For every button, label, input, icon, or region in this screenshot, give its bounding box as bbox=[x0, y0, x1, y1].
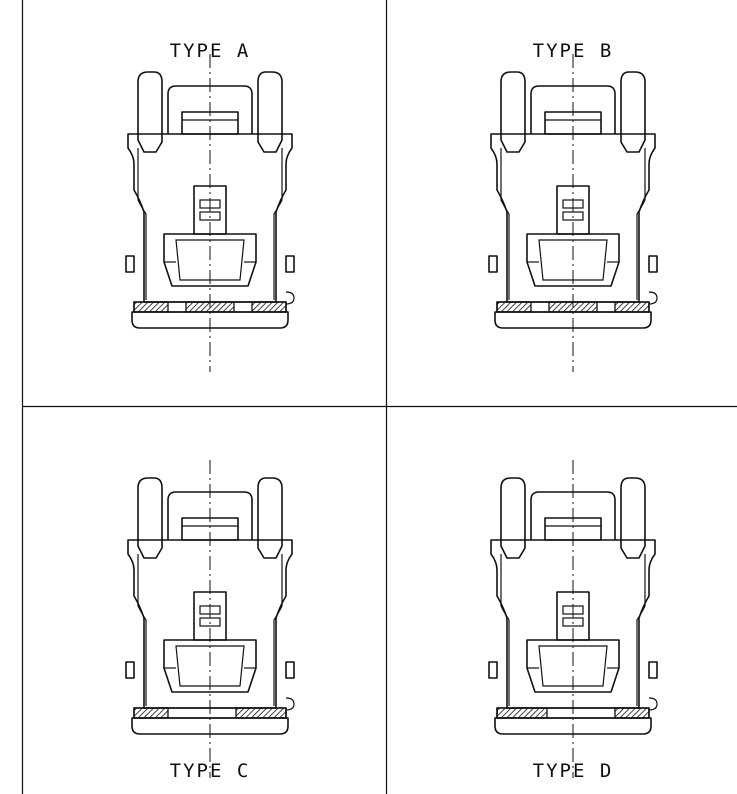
right-latch-arm bbox=[257, 477, 283, 559]
panel-type-c: TYPE C bbox=[110, 406, 310, 794]
left-latch-arm bbox=[500, 477, 526, 559]
left-peg bbox=[125, 661, 135, 679]
left-latch-arm bbox=[137, 71, 163, 153]
hatched-contact-left bbox=[133, 707, 169, 719]
panel-label: TYPE A bbox=[169, 40, 251, 62]
connector-drawing bbox=[125, 54, 295, 372]
connector-drawing bbox=[488, 460, 658, 778]
right-peg bbox=[648, 255, 658, 273]
left-peg bbox=[488, 255, 498, 273]
panel-type-b: TYPE B bbox=[473, 0, 673, 380]
left-peg bbox=[125, 255, 135, 273]
hatched-contact-right bbox=[614, 301, 650, 313]
panel-type-d: TYPE D bbox=[473, 406, 673, 794]
right-latch-arm bbox=[620, 477, 646, 559]
hatched-contact-left-wide bbox=[496, 707, 548, 719]
connector-drawing bbox=[488, 54, 658, 372]
panel-type-a: TYPE A bbox=[110, 0, 310, 380]
right-peg bbox=[285, 255, 295, 273]
panel-label: TYPE D bbox=[532, 760, 614, 782]
hatched-contact-right-wide bbox=[235, 707, 287, 719]
panel-label: TYPE C bbox=[169, 760, 251, 782]
left-peg bbox=[488, 661, 498, 679]
left-latch-arm bbox=[137, 477, 163, 559]
right-peg bbox=[648, 661, 658, 679]
right-latch-arm bbox=[257, 71, 283, 153]
right-latch-arm bbox=[620, 71, 646, 153]
hatched-contact-left bbox=[496, 301, 532, 313]
right-peg bbox=[285, 661, 295, 679]
panel-label: TYPE B bbox=[532, 40, 614, 62]
hatched-contact-left bbox=[133, 301, 169, 313]
hatched-contact-right bbox=[614, 707, 650, 719]
hatched-contact-right bbox=[251, 301, 287, 313]
left-latch-arm bbox=[500, 71, 526, 153]
connector-drawing bbox=[125, 460, 295, 778]
